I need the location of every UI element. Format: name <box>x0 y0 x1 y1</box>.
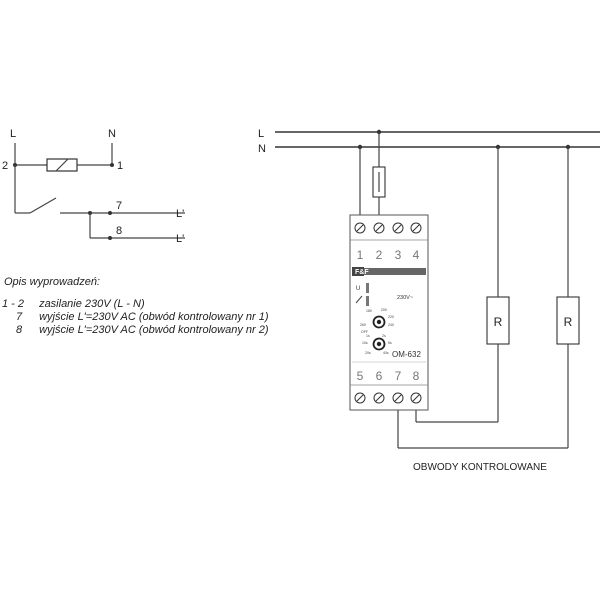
terminal-num-6: 6 <box>376 369 383 383</box>
svg-text:200: 200 <box>381 308 387 312</box>
terminal-num-3: 3 <box>395 248 402 262</box>
svg-text:240: 240 <box>388 323 394 327</box>
relay-contact-symbol <box>29 197 57 214</box>
legend-title: Opis wyprowadzeń: <box>4 276 100 288</box>
bottom-screw-terminals <box>354 392 422 404</box>
label-terminal-8: 8 <box>116 225 122 237</box>
internal-schematic: L N 2 1 7 8 L' L' <box>2 128 185 245</box>
indicator-u-label: U <box>356 286 360 292</box>
load-2-label: R <box>564 315 573 329</box>
controlled-circuits-caption: OBWODY KONTROLOWANE <box>413 462 547 473</box>
label-L: L <box>10 128 16 140</box>
delay-dial[interactable]: 1s 2s 5s 10s 20s 40s <box>362 334 392 355</box>
legend-row-1-text: zasilanie 230V (L - N) <box>39 298 145 310</box>
legend-row-3-text: wyjście L'=230V AC (obwód kontrolowany n… <box>39 324 269 336</box>
svg-text:180: 180 <box>366 309 372 313</box>
terminal-num-4: 4 <box>413 248 420 262</box>
load-1-label: R <box>494 315 503 329</box>
device-voltage: 230V~ <box>397 295 413 301</box>
label-terminal-1: 1 <box>117 160 123 172</box>
terminal-num-2: 2 <box>376 248 383 262</box>
wiring-section: L N R R <box>258 128 600 473</box>
label-output-1: L' <box>176 208 184 220</box>
indicator-u-led <box>366 283 369 293</box>
brand-stripe <box>352 268 426 275</box>
brand-logo: F&F <box>355 269 369 276</box>
terminal-num-7: 7 <box>395 369 402 383</box>
label-N: N <box>108 128 116 140</box>
legend-row-2-text: wyjście L'=230V AC (obwód kontrolowany n… <box>39 311 269 323</box>
svg-text:5s: 5s <box>388 341 392 345</box>
legend-row-1-num: 1 - 2 <box>2 298 25 310</box>
top-screw-terminals <box>354 222 422 234</box>
svg-text:OFF: OFF <box>361 330 368 334</box>
svg-text:260: 260 <box>360 323 366 327</box>
terminal-num-8: 8 <box>413 369 420 383</box>
legend-row-1: 1 - 2 zasilanie 230V (L - N) <box>2 298 145 310</box>
svg-text:10s: 10s <box>362 341 368 345</box>
legend-row-2: 7 wyjście L'=230V AC (obwód kontrolowany… <box>2 311 269 323</box>
bus-label-L: L <box>258 128 264 140</box>
terminal-num-5: 5 <box>357 369 364 383</box>
voltage-dial[interactable]: 180 200 220 240 260 OFF <box>360 308 394 334</box>
svg-text:1s: 1s <box>366 334 370 338</box>
terminal-num-1: 1 <box>357 248 364 262</box>
svg-text:40s: 40s <box>383 351 389 355</box>
label-output-2: L' <box>176 233 184 245</box>
label-terminal-7: 7 <box>116 200 122 212</box>
legend-row-3: 8 wyjście L'=230V AC (obwód kontrolowany… <box>2 324 269 336</box>
svg-text:220: 220 <box>388 315 394 319</box>
svg-text:2s: 2s <box>382 334 386 338</box>
legend-row-3-num: 8 <box>15 324 23 336</box>
om-632-device: 1 2 3 4 F&F U 230V~ 180 200 220 240 260 <box>349 214 429 411</box>
bus-label-N: N <box>258 143 266 155</box>
indicator-relay-led <box>366 296 369 306</box>
svg-text:20s: 20s <box>365 351 371 355</box>
label-terminal-2: 2 <box>2 160 8 172</box>
legend-row-2-num: 7 <box>15 311 23 323</box>
device-model: OM-632 <box>392 350 421 359</box>
